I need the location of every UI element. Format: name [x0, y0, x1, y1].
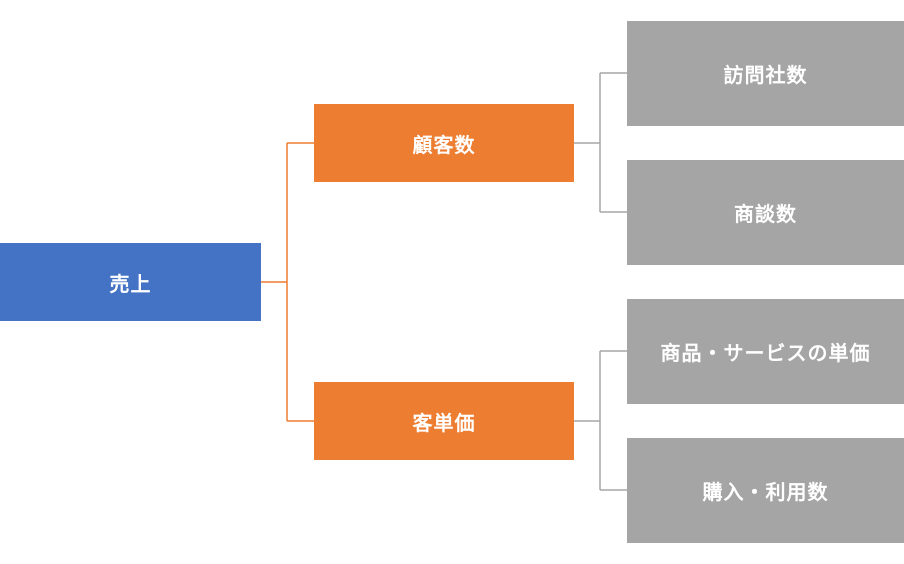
root-node-label: 売上	[109, 271, 152, 296]
node-purchase-count: 購入・利用数	[627, 438, 904, 543]
node-visit-count: 訪問社数	[627, 21, 904, 126]
node-negotiation-count-label: 商談数	[734, 202, 797, 226]
node-purchase-count-label: 購入・利用数	[702, 480, 829, 504]
node-unit-price: 客単価	[314, 382, 574, 460]
node-unit-price-label: 客単価	[412, 410, 476, 435]
node-visit-count-label: 訪問社数	[723, 63, 808, 87]
root-connector	[261, 142, 314, 422]
customers-connector	[574, 72, 627, 213]
root-node-sales: 売上	[0, 243, 261, 321]
node-customer-count-label: 顧客数	[412, 132, 476, 157]
node-negotiation-count: 商談数	[627, 160, 904, 265]
node-customer-count: 顧客数	[314, 104, 574, 182]
unit-price-connector	[574, 350, 627, 491]
node-product-unit-price-label: 商品・サービスの単価	[660, 341, 871, 365]
node-product-unit-price: 商品・サービスの単価	[627, 299, 904, 404]
